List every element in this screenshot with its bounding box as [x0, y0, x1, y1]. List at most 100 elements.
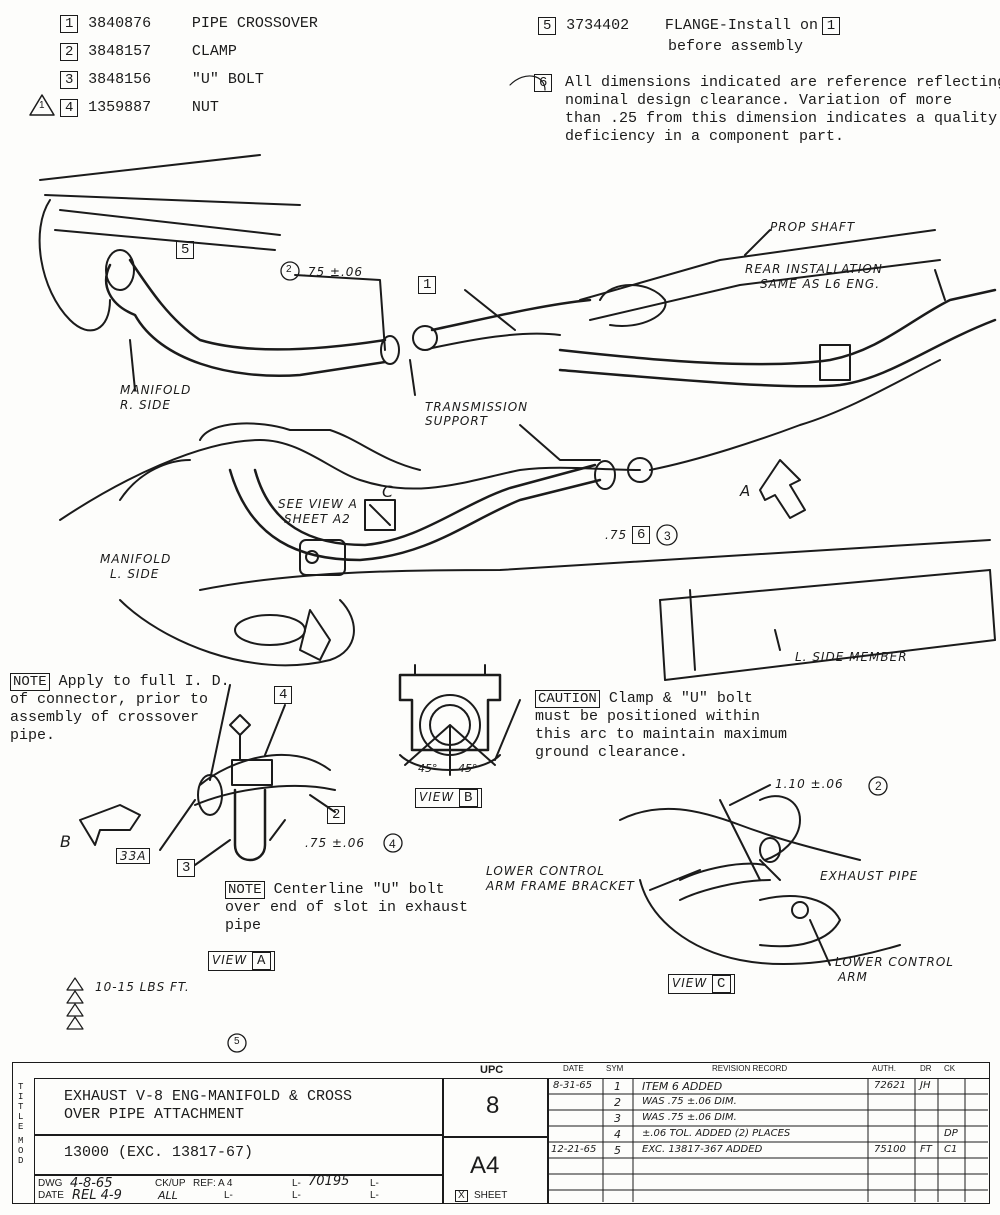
upc-value: 8: [486, 1092, 500, 1119]
mod-cell: [34, 1134, 444, 1176]
l-label: L-: [292, 1178, 301, 1189]
rev-header-ck: CK: [944, 1064, 956, 1073]
note-line: assembly of crossover: [10, 709, 200, 726]
see-view-sheet: SHEET A2: [284, 512, 351, 526]
torque-note: 10-15 LBS FT.: [95, 980, 190, 994]
flange-text-2: before assembly: [668, 38, 804, 55]
dim-ref-circle: 2: [286, 264, 292, 275]
upc-label: UPC: [480, 1064, 504, 1076]
dwg-cell: [34, 1174, 444, 1204]
rev-dr: JH: [920, 1080, 931, 1091]
dim-c-ref: 2: [875, 779, 882, 793]
rev-record: ±.06 TOL. ADDED (2) PLACES: [642, 1128, 791, 1139]
rev-auth: 75100: [874, 1144, 906, 1155]
note-label: NOTE: [225, 881, 265, 899]
title-line-1: EXHAUST V-8 ENG-MANIFOLD & CROSS: [64, 1088, 353, 1105]
note-ubolt: NOTE Centerline "U" bolt over end of slo…: [225, 881, 468, 935]
rev-ck: C1: [944, 1144, 958, 1155]
sheet-ref-label: 33A: [116, 848, 151, 864]
view-letter: A: [252, 952, 272, 970]
date-value: REL 4-9: [72, 1188, 122, 1203]
sheet-mark: X: [455, 1190, 468, 1202]
part-number-box: 3: [60, 71, 79, 89]
l-label-3: L-: [224, 1190, 233, 1201]
prop-shaft-label: PROP SHAFT: [770, 220, 856, 234]
angle-left: 45°: [418, 762, 438, 775]
caution-line: must be positioned within: [535, 708, 761, 725]
part-description: NUT: [191, 99, 219, 116]
flange-text: FLANGE-Install on: [664, 17, 818, 34]
parts-row: 2 3848157 CLAMP: [60, 42, 318, 70]
note-line: Apply to full I. D.: [58, 673, 230, 690]
mod-side-label: MOD: [18, 1136, 24, 1166]
dim-mid-ref: 3: [664, 529, 671, 543]
note-connector: NOTE Apply to full I. D. of connector, p…: [10, 673, 230, 745]
note-line: pipe.: [10, 727, 56, 744]
view-letter: B: [459, 789, 479, 807]
rev-dr: FT: [920, 1144, 932, 1155]
note-line: All dimensions indicated are reference r…: [565, 74, 1000, 91]
manifold-r-side: R. SIDE: [120, 398, 171, 412]
part-number-box: 2: [60, 43, 79, 61]
rev-record: ITEM 6 ADDED: [642, 1080, 723, 1093]
mod-value: 13000 (EXC. 13817-67): [64, 1144, 254, 1161]
part-code: 1359887: [88, 99, 152, 116]
manifold-l-side: L. SIDE: [110, 567, 160, 581]
title-cell: [34, 1078, 444, 1136]
view-a-tag: VIEW A: [208, 951, 276, 971]
caution-line: Clamp & "U" bolt: [608, 690, 753, 707]
arrow-a-label: A: [740, 482, 752, 500]
lower-arm-label: LOWER CONTROL: [835, 955, 954, 969]
ref-label: REF: A 4: [193, 1178, 233, 1189]
part-code: 3734402: [566, 17, 630, 34]
ck-value: ALL: [158, 1189, 178, 1202]
dwg-label: DWG: [38, 1178, 63, 1189]
dimension-mid: .75: [605, 528, 628, 542]
part-number-box: 1: [60, 15, 79, 33]
sheet-label: SHEET: [474, 1190, 508, 1201]
view-word: VIEW: [212, 953, 248, 967]
view-letter: C: [712, 975, 732, 993]
title-side-label: TITLE: [18, 1082, 24, 1132]
note-line: Centerline "U" bolt: [273, 881, 445, 898]
parts-list: 1 3840876 PIPE CROSSOVER 2 3848157 CLAMP…: [60, 14, 318, 126]
rev-sym: 5: [614, 1144, 621, 1157]
rev-record: EXC. 13817-367 ADDED: [642, 1144, 763, 1155]
view-c-tag: VIEW C: [668, 974, 736, 994]
revision-grid: [547, 1078, 990, 1204]
flange-ref-box: 1: [821, 17, 841, 35]
part-description: "U" BOLT: [191, 71, 264, 88]
note-line: than .25 from this dimension indicates a…: [565, 110, 998, 127]
transmission-support-label: SUPPORT: [425, 414, 488, 428]
rev-header-dr: DR: [920, 1064, 932, 1073]
rear-installation-note: SAME AS L6 ENG.: [760, 277, 881, 291]
part-number-box: 4: [60, 99, 79, 117]
dimension-c: 1.10 ±.06: [775, 777, 844, 791]
dwg-value: 4-8-65: [70, 1176, 113, 1191]
rev-date: 12-21-65: [551, 1144, 597, 1155]
rev-header-auth: AUTH.: [872, 1064, 896, 1073]
callout-2: 2: [327, 806, 346, 824]
note-line: pipe: [225, 917, 262, 934]
view-word: VIEW: [419, 790, 455, 804]
l-value: 70195: [308, 1174, 350, 1189]
part-code: 3848156: [88, 71, 152, 88]
date-label: DATE: [38, 1190, 64, 1201]
title-line-2: OVER PIPE ATTACHMENT: [64, 1106, 245, 1123]
view-c-letter: C: [382, 482, 395, 501]
callout-1: 1: [418, 276, 437, 294]
part-code: 3848157: [88, 43, 152, 60]
dimension-clamp: .75 ±.06: [305, 836, 366, 850]
rev-header-date: DATE: [563, 1064, 584, 1073]
manifold-l-label: MANIFOLD: [100, 552, 172, 566]
rev-sym: 2: [614, 1096, 621, 1109]
part-description: PIPE CROSSOVER: [191, 15, 318, 32]
parts-row: 1 3840876 PIPE CROSSOVER: [60, 14, 318, 42]
caution-label: CAUTION: [535, 690, 600, 708]
see-view-label: SEE VIEW A: [278, 497, 358, 511]
callout-4: 4: [274, 686, 293, 704]
exhaust-pipe-label: EXHAUST PIPE: [820, 869, 919, 883]
rev-record: WAS .75 ±.06 DIM.: [642, 1096, 737, 1107]
